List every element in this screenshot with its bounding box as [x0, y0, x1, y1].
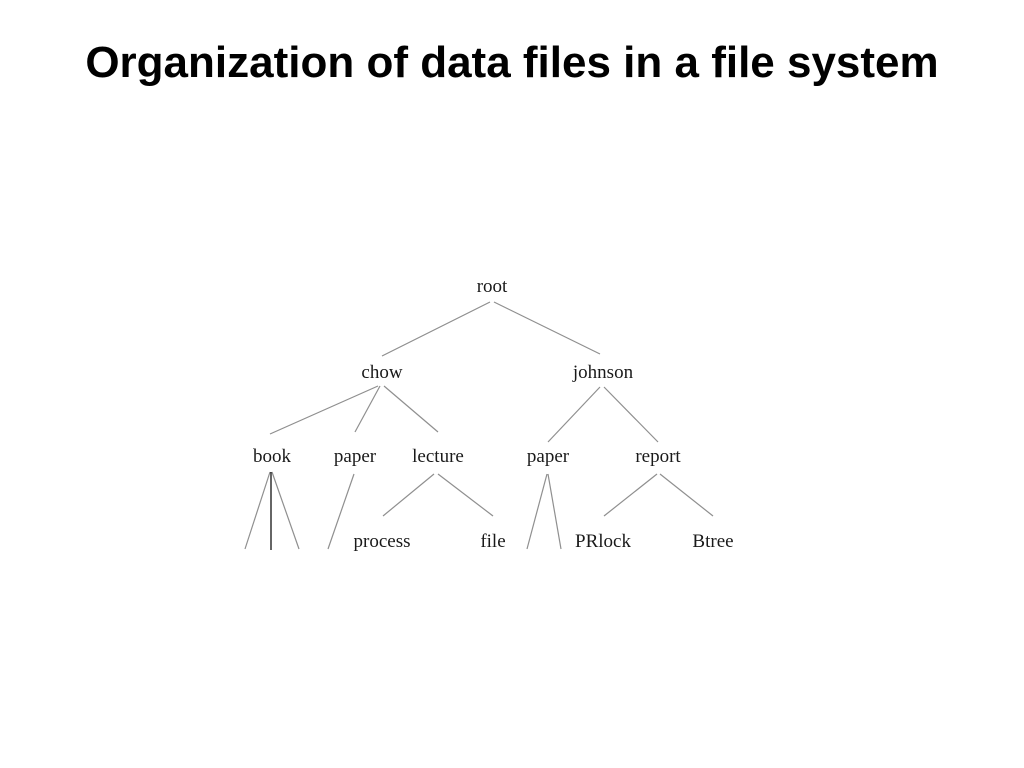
node-johnson: johnson — [572, 362, 634, 383]
edge-lecture-process — [382, 473, 435, 517]
edge-johnson-paper-child-left — [526, 473, 548, 550]
edge-johnson-paper-child-right — [547, 473, 562, 550]
edge-chow-book — [269, 385, 379, 435]
node-lecture: lecture — [412, 446, 464, 467]
edge-chow-lecture — [383, 385, 439, 433]
edge-root-johnson — [493, 301, 601, 355]
edge-johnson-report — [603, 386, 659, 443]
node-process: process — [354, 531, 411, 552]
edge-book-child-left — [244, 471, 271, 550]
node-book: book — [253, 446, 292, 467]
node-root: root — [477, 276, 508, 297]
slide-title: Organization of data files in a file sys… — [85, 38, 939, 87]
edge-book-child-right — [271, 471, 300, 550]
edge-report-btree — [659, 473, 714, 517]
edge-johnson-paper — [547, 386, 601, 443]
edge-chow-paper — [354, 385, 381, 433]
edge-report-prlock — [603, 473, 658, 517]
edge-root-chow — [381, 301, 491, 357]
node-johnson-paper: paper — [527, 446, 570, 467]
node-btree: Btree — [692, 531, 733, 552]
edge-lecture-file — [437, 473, 494, 517]
node-report: report — [635, 446, 681, 467]
node-chow: chow — [361, 362, 402, 383]
node-prlock: PRlock — [575, 531, 631, 552]
node-file: file — [480, 531, 505, 552]
node-chow-paper: paper — [334, 446, 377, 467]
edge-chow-paper-child — [327, 473, 355, 550]
